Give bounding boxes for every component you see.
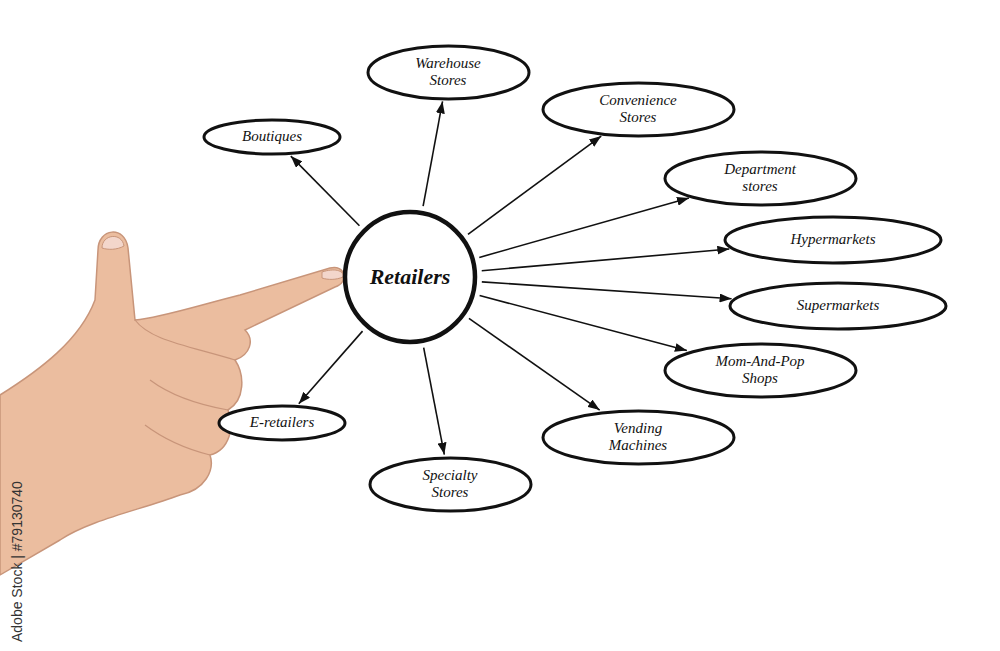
arrow-connector	[424, 348, 445, 455]
arrow-connector	[291, 156, 360, 226]
ellipse-border	[543, 83, 734, 136]
retailer-label: Supermarkets	[797, 297, 880, 314]
arrow-connector	[482, 249, 730, 271]
ellipse-border	[370, 458, 531, 511]
thumbnail	[102, 236, 124, 249]
arrow-connector	[482, 282, 732, 299]
retailer-ellipse: Convenience Stores	[541, 81, 736, 138]
hub-label: Retailers	[370, 264, 451, 289]
arrow-connector	[299, 331, 363, 404]
hand-shading	[135, 320, 235, 455]
retailer-label: Department stores	[710, 161, 810, 196]
ellipse-border	[665, 152, 856, 205]
arrow-connector	[423, 101, 442, 206]
arrow-connector	[479, 198, 689, 257]
retailer-label: Boutiques	[242, 128, 302, 145]
retailer-ellipse: Boutiques	[202, 118, 342, 156]
retailer-ellipse: Department stores	[663, 150, 858, 207]
retailer-label: E-retailers	[250, 414, 314, 431]
arrow-connector	[469, 318, 600, 410]
retailer-ellipse: Specialty Stores	[368, 456, 533, 513]
ellipse-border	[730, 283, 946, 329]
arrow-connector	[480, 295, 687, 350]
retailer-ellipse: Hypermarkets	[723, 215, 943, 265]
retailer-ellipse: Vending Machines	[541, 409, 736, 466]
watermark: Adobe Stock | #79130740	[8, 481, 26, 642]
circle-border	[345, 212, 475, 342]
ellipse-border	[725, 217, 941, 263]
retailer-ellipse: Warehouse Stores	[366, 44, 531, 101]
retailer-ellipse: Supermarkets	[728, 281, 948, 331]
ellipse-border	[368, 46, 529, 99]
retailer-label: Warehouse Stores	[403, 55, 493, 90]
ellipse-border	[543, 411, 734, 464]
retailer-label: Mom-And-Pop Shops	[708, 353, 813, 388]
retailer-label: Vending Machines	[593, 420, 683, 455]
hub-circle: Retailers	[342, 209, 478, 345]
ellipse-border	[204, 120, 340, 154]
retailer-label: Hypermarkets	[791, 231, 876, 248]
retailer-label: Specialty Stores	[408, 467, 493, 502]
pointing-hand	[0, 232, 344, 575]
ellipse-border	[665, 344, 856, 397]
ellipse-border	[219, 406, 345, 440]
fingernail	[322, 270, 343, 279]
retailer-ellipse: Mom-And-Pop Shops	[663, 342, 858, 399]
arrow-connector	[468, 136, 601, 234]
retailer-label: Convenience Stores	[588, 92, 688, 127]
retailer-ellipse: E-retailers	[217, 404, 347, 442]
